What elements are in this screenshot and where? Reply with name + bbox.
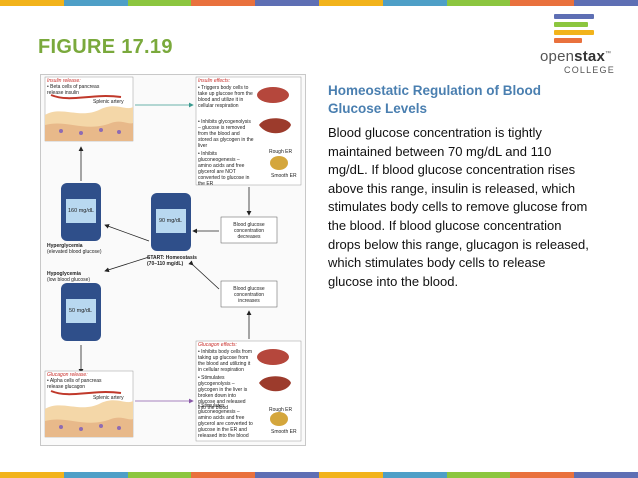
stripe-segment (0, 472, 64, 478)
insulin-effects-title: Insulin effects: (198, 78, 230, 84)
insulin-effects-panel (195, 76, 302, 186)
logo-subtitle: COLLEGE (564, 65, 615, 75)
stripe-segment (382, 472, 447, 478)
glucagon-effect-3: • Stimulates gluconeogenesis – amino aci… (198, 403, 253, 439)
logo-wordmark: openstax™ (540, 48, 612, 65)
insulin-effect-2: • Inhibits glycogenolysis – glucose is r… (198, 119, 254, 149)
insulin-effect-1: • Triggers body cells to take up glucose… (198, 85, 253, 109)
stripe-segment (63, 0, 128, 6)
stripe-segment (574, 472, 638, 478)
rough-er-label-top: Rough ER (269, 149, 293, 155)
stripe-segment (510, 0, 575, 6)
smooth-er-label-bottom: Smooth ER (271, 429, 297, 435)
glucose-decreases-box: Blood glucose concentration decreases (233, 222, 265, 240)
glucagon-effects-panel (195, 340, 302, 442)
stripe-segment (255, 0, 319, 6)
meter-normal-reading: 90 mg/dL (159, 218, 182, 224)
glucagon-release-title: Glucagon release: (47, 372, 88, 378)
stripe-segment (63, 472, 128, 478)
bottom-color-stripe (0, 472, 638, 478)
meter-high-reading: 160 mg/dL (68, 208, 94, 214)
rough-er-label-bottom: Rough ER (269, 407, 293, 413)
stripe-segment (574, 0, 638, 6)
glucagon-effect-1: • Inhibits body cells from taking up glu… (198, 349, 252, 373)
pancreas-bottom-illustration (44, 370, 134, 438)
logo-bars-icon (554, 14, 594, 46)
insulin-release-text: • Beta cells of pancreas release insulin (47, 84, 100, 96)
glucose-meter-normal (151, 193, 191, 251)
logo-bar (554, 38, 582, 43)
glucose-meter-high (61, 183, 101, 241)
slide-title: FIGURE 17.19 (38, 36, 173, 58)
top-color-stripe (0, 0, 638, 6)
start-homeostasis-range: (70–110 mg/dL) (147, 261, 184, 267)
hyperglycemia-sublabel: (elevated blood glucose) (47, 249, 102, 255)
stripe-segment (127, 472, 192, 478)
figure-graphics (44, 76, 302, 442)
section-heading: Homeostatic Regulation of Blood Glucose … (328, 83, 542, 116)
stripe-segment (318, 472, 383, 478)
body-paragraph: Blood glucose concentration is tightly m… (328, 125, 589, 289)
stripe-segment (446, 0, 511, 6)
hyperglycemia-label: Hyperglycemia (47, 243, 83, 249)
logo-bar (554, 22, 588, 27)
hypoglycemia-sublabel: (low blood glucose) (47, 277, 91, 283)
logo-bar (554, 14, 594, 19)
logo-bar (554, 30, 594, 35)
glucose-increases-box: Blood glucose concentration increases (233, 286, 265, 304)
glucagon-effects-title: Glucagon effects: (198, 342, 237, 348)
stripe-segment (191, 0, 256, 6)
stripe-segment (318, 0, 383, 6)
figure-diagram: Insulin release: • Beta cells of pancrea… (40, 74, 306, 446)
splenic-artery-label-bottom: Splenic artery (93, 395, 124, 401)
splenic-artery-label-top: Splenic artery (93, 99, 124, 105)
meter-low-reading: 50 mg/dL (69, 308, 92, 314)
stripe-segment (510, 472, 575, 478)
stripe-segment (382, 0, 447, 6)
openstax-logo: openstax™ COLLEGE (540, 14, 628, 76)
stripe-segment (0, 0, 64, 6)
stripe-segment (127, 0, 192, 6)
stripe-segment (191, 472, 256, 478)
glucose-meter-low (61, 283, 101, 341)
smooth-er-label-top: Smooth ER (271, 173, 297, 179)
glucagon-effect-2: • Stimulates glycogenolysis – glycogen i… (198, 375, 248, 411)
pancreas-top-illustration (44, 76, 134, 142)
glucagon-release-text: • Alpha cells of pancreas release glucag… (47, 378, 102, 390)
insulin-release-title: Insulin release: (47, 78, 81, 84)
insulin-effect-3: • Inhibits gluconeogenesis – amino acids… (198, 151, 250, 187)
stripe-segment (446, 472, 511, 478)
start-homeostasis-label: START: Homeostasis (147, 255, 197, 261)
stripe-segment (255, 472, 319, 478)
hypoglycemia-label: Hypoglycemia (47, 271, 81, 277)
